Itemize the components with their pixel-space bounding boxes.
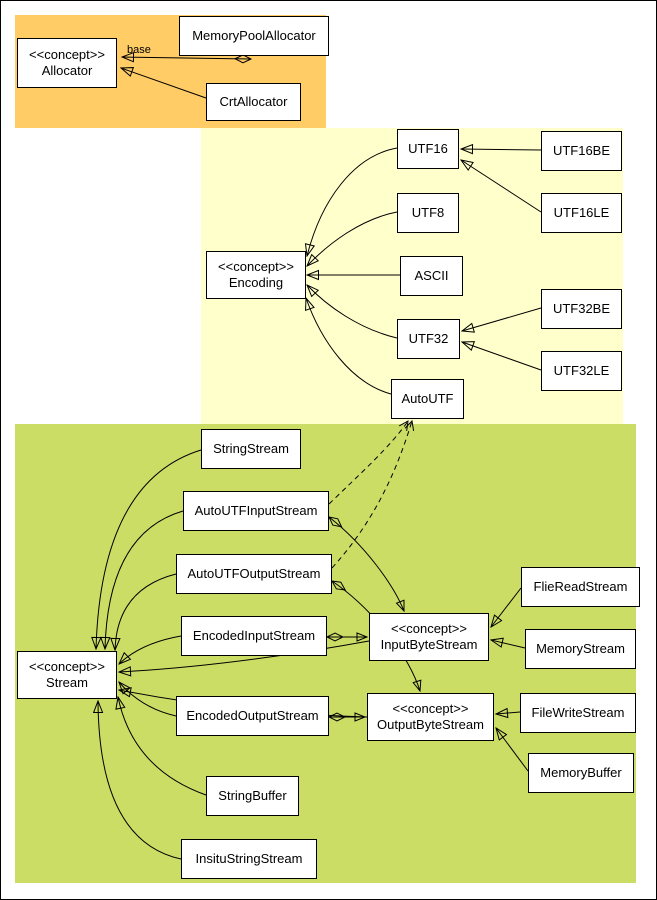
node-label: FlieReadStream bbox=[533, 578, 628, 594]
node-label: MemoryBuffer bbox=[540, 764, 622, 780]
node-memory-buffer: MemoryBuffer bbox=[528, 753, 634, 793]
node-memory-stream: MemoryStream bbox=[525, 629, 636, 669]
node-label: AutoUTFInputStream bbox=[194, 502, 318, 518]
edge-crtallocator-allocator bbox=[121, 68, 207, 99]
node-label: OutputByteStream bbox=[377, 717, 484, 732]
edge-autoutfoutputstream-stream bbox=[115, 573, 177, 650]
edge-utf16-encoding bbox=[307, 147, 398, 256]
node-label: EncodedInputStream bbox=[192, 627, 316, 643]
node-utf32be: UTF32BE bbox=[541, 289, 622, 329]
edge-utf8-encoding bbox=[307, 211, 398, 266]
node-label: AutoUTF bbox=[401, 390, 454, 406]
node-stereotype: <<concept>> bbox=[218, 258, 294, 274]
edge-utf32-encoding bbox=[307, 285, 398, 339]
node-label: Encoding bbox=[228, 275, 284, 290]
edge-utf32le-utf32 bbox=[462, 342, 542, 371]
edge-autoutfinputstream-inputbytestream bbox=[329, 517, 404, 611]
edge-utf16le-utf16 bbox=[461, 160, 542, 213]
edge-stringstream-stream bbox=[96, 449, 202, 649]
node-label: UTF16 bbox=[408, 140, 448, 156]
node-utf32: UTF32 bbox=[397, 319, 460, 359]
node-label: UTF32 bbox=[408, 330, 449, 346]
node-insitu-string-stream: InsituStringStream bbox=[181, 839, 317, 879]
node-label: UTF32LE bbox=[553, 362, 610, 378]
node-label: CrtAllocator bbox=[219, 93, 288, 109]
edge-filereadstream-inputbytestream bbox=[491, 587, 522, 627]
node-label: UTF8 bbox=[411, 204, 445, 220]
node-label: MemoryPoolAllocator bbox=[192, 27, 316, 43]
node-utf16le: UTF16LE bbox=[541, 193, 622, 233]
node-utf32le: UTF32LE bbox=[541, 351, 622, 391]
node-string-buffer: StringBuffer bbox=[206, 776, 299, 816]
node-label: Stream bbox=[46, 675, 88, 690]
node-label: StringStream bbox=[213, 440, 289, 456]
edge-memorybuffer-outputbytestream bbox=[496, 728, 529, 772]
node-label: MemoryStream bbox=[536, 640, 625, 656]
node-autoutf: AutoUTF bbox=[391, 379, 464, 419]
node-label: Allocator bbox=[41, 63, 93, 78]
node-ascii: ASCII bbox=[400, 256, 463, 296]
node-stream-concept: <<concept>> Stream bbox=[17, 651, 117, 699]
node-encoding-concept: <<concept>> Encoding bbox=[206, 251, 306, 299]
edge-label-base: base bbox=[127, 44, 151, 56]
node-string-stream: StringStream bbox=[201, 429, 301, 469]
node-autoutf-input-stream: AutoUTFInputStream bbox=[183, 491, 329, 531]
node-label: InsituStringStream bbox=[195, 850, 303, 866]
node-utf8: UTF8 bbox=[397, 193, 459, 233]
node-output-byte-stream-concept: <<concept>> OutputByteStream bbox=[367, 693, 494, 741]
node-stereotype: <<concept>> bbox=[392, 700, 469, 716]
node-stereotype: <<concept>> bbox=[29, 46, 105, 62]
node-label: AutoUTFOutputStream bbox=[187, 565, 321, 581]
node-label: StringBuffer bbox=[218, 787, 287, 803]
node-label: InputByteStream bbox=[380, 637, 478, 652]
node-input-byte-stream-concept: <<concept>> InputByteStream bbox=[369, 613, 489, 661]
node-label: UTF16LE bbox=[553, 204, 610, 220]
node-label: UTF16BE bbox=[552, 142, 611, 158]
edge-encodedoutputstream-stream bbox=[119, 682, 177, 717]
node-stereotype: <<concept>> bbox=[29, 658, 105, 674]
node-label: UTF32BE bbox=[552, 300, 611, 316]
node-file-write-stream: FileWriteStream bbox=[520, 693, 636, 733]
edge-filewritestream-outputbytestream bbox=[496, 712, 521, 714]
edge-utf16be-utf16 bbox=[461, 149, 542, 150]
edge-autoutf-encoding bbox=[306, 298, 392, 395]
edge-autoutfinputstream-autoutf-dependency bbox=[328, 421, 408, 505]
edge-insitustringstream-stream bbox=[98, 701, 182, 860]
edge-memorystream-inputbytestream bbox=[491, 640, 526, 649]
node-memory-pool-allocator: MemoryPoolAllocator bbox=[179, 16, 329, 56]
edge-stringbuffer-stream bbox=[118, 697, 207, 796]
edge-memorypoolallocator-base-allocator bbox=[122, 57, 251, 59]
node-utf16be: UTF16BE bbox=[541, 131, 622, 171]
edge-utf32be-utf32 bbox=[462, 307, 542, 331]
node-label: FileWriteStream bbox=[531, 704, 625, 720]
node-encoded-input-stream: EncodedInputStream bbox=[181, 616, 327, 656]
node-file-read-stream: FlieReadStream bbox=[521, 567, 640, 607]
node-utf16: UTF16 bbox=[397, 129, 459, 169]
edge-encodedinputstream-stream bbox=[119, 635, 182, 664]
node-encoded-output-stream: EncodedOutputStream bbox=[176, 696, 329, 736]
node-crt-allocator: CrtAllocator bbox=[206, 83, 301, 121]
edge-autoutfinputstream-stream bbox=[105, 510, 184, 649]
node-autoutf-output-stream: AutoUTFOutputStream bbox=[176, 554, 332, 594]
node-label: ASCII bbox=[414, 267, 449, 283]
node-label: EncodedOutputStream bbox=[186, 707, 319, 723]
node-stereotype: <<concept>> bbox=[391, 620, 467, 636]
node-allocator-concept: <<concept>> Allocator bbox=[17, 38, 117, 88]
edge-autoutfoutputstream-autoutf-dependency bbox=[331, 421, 412, 569]
